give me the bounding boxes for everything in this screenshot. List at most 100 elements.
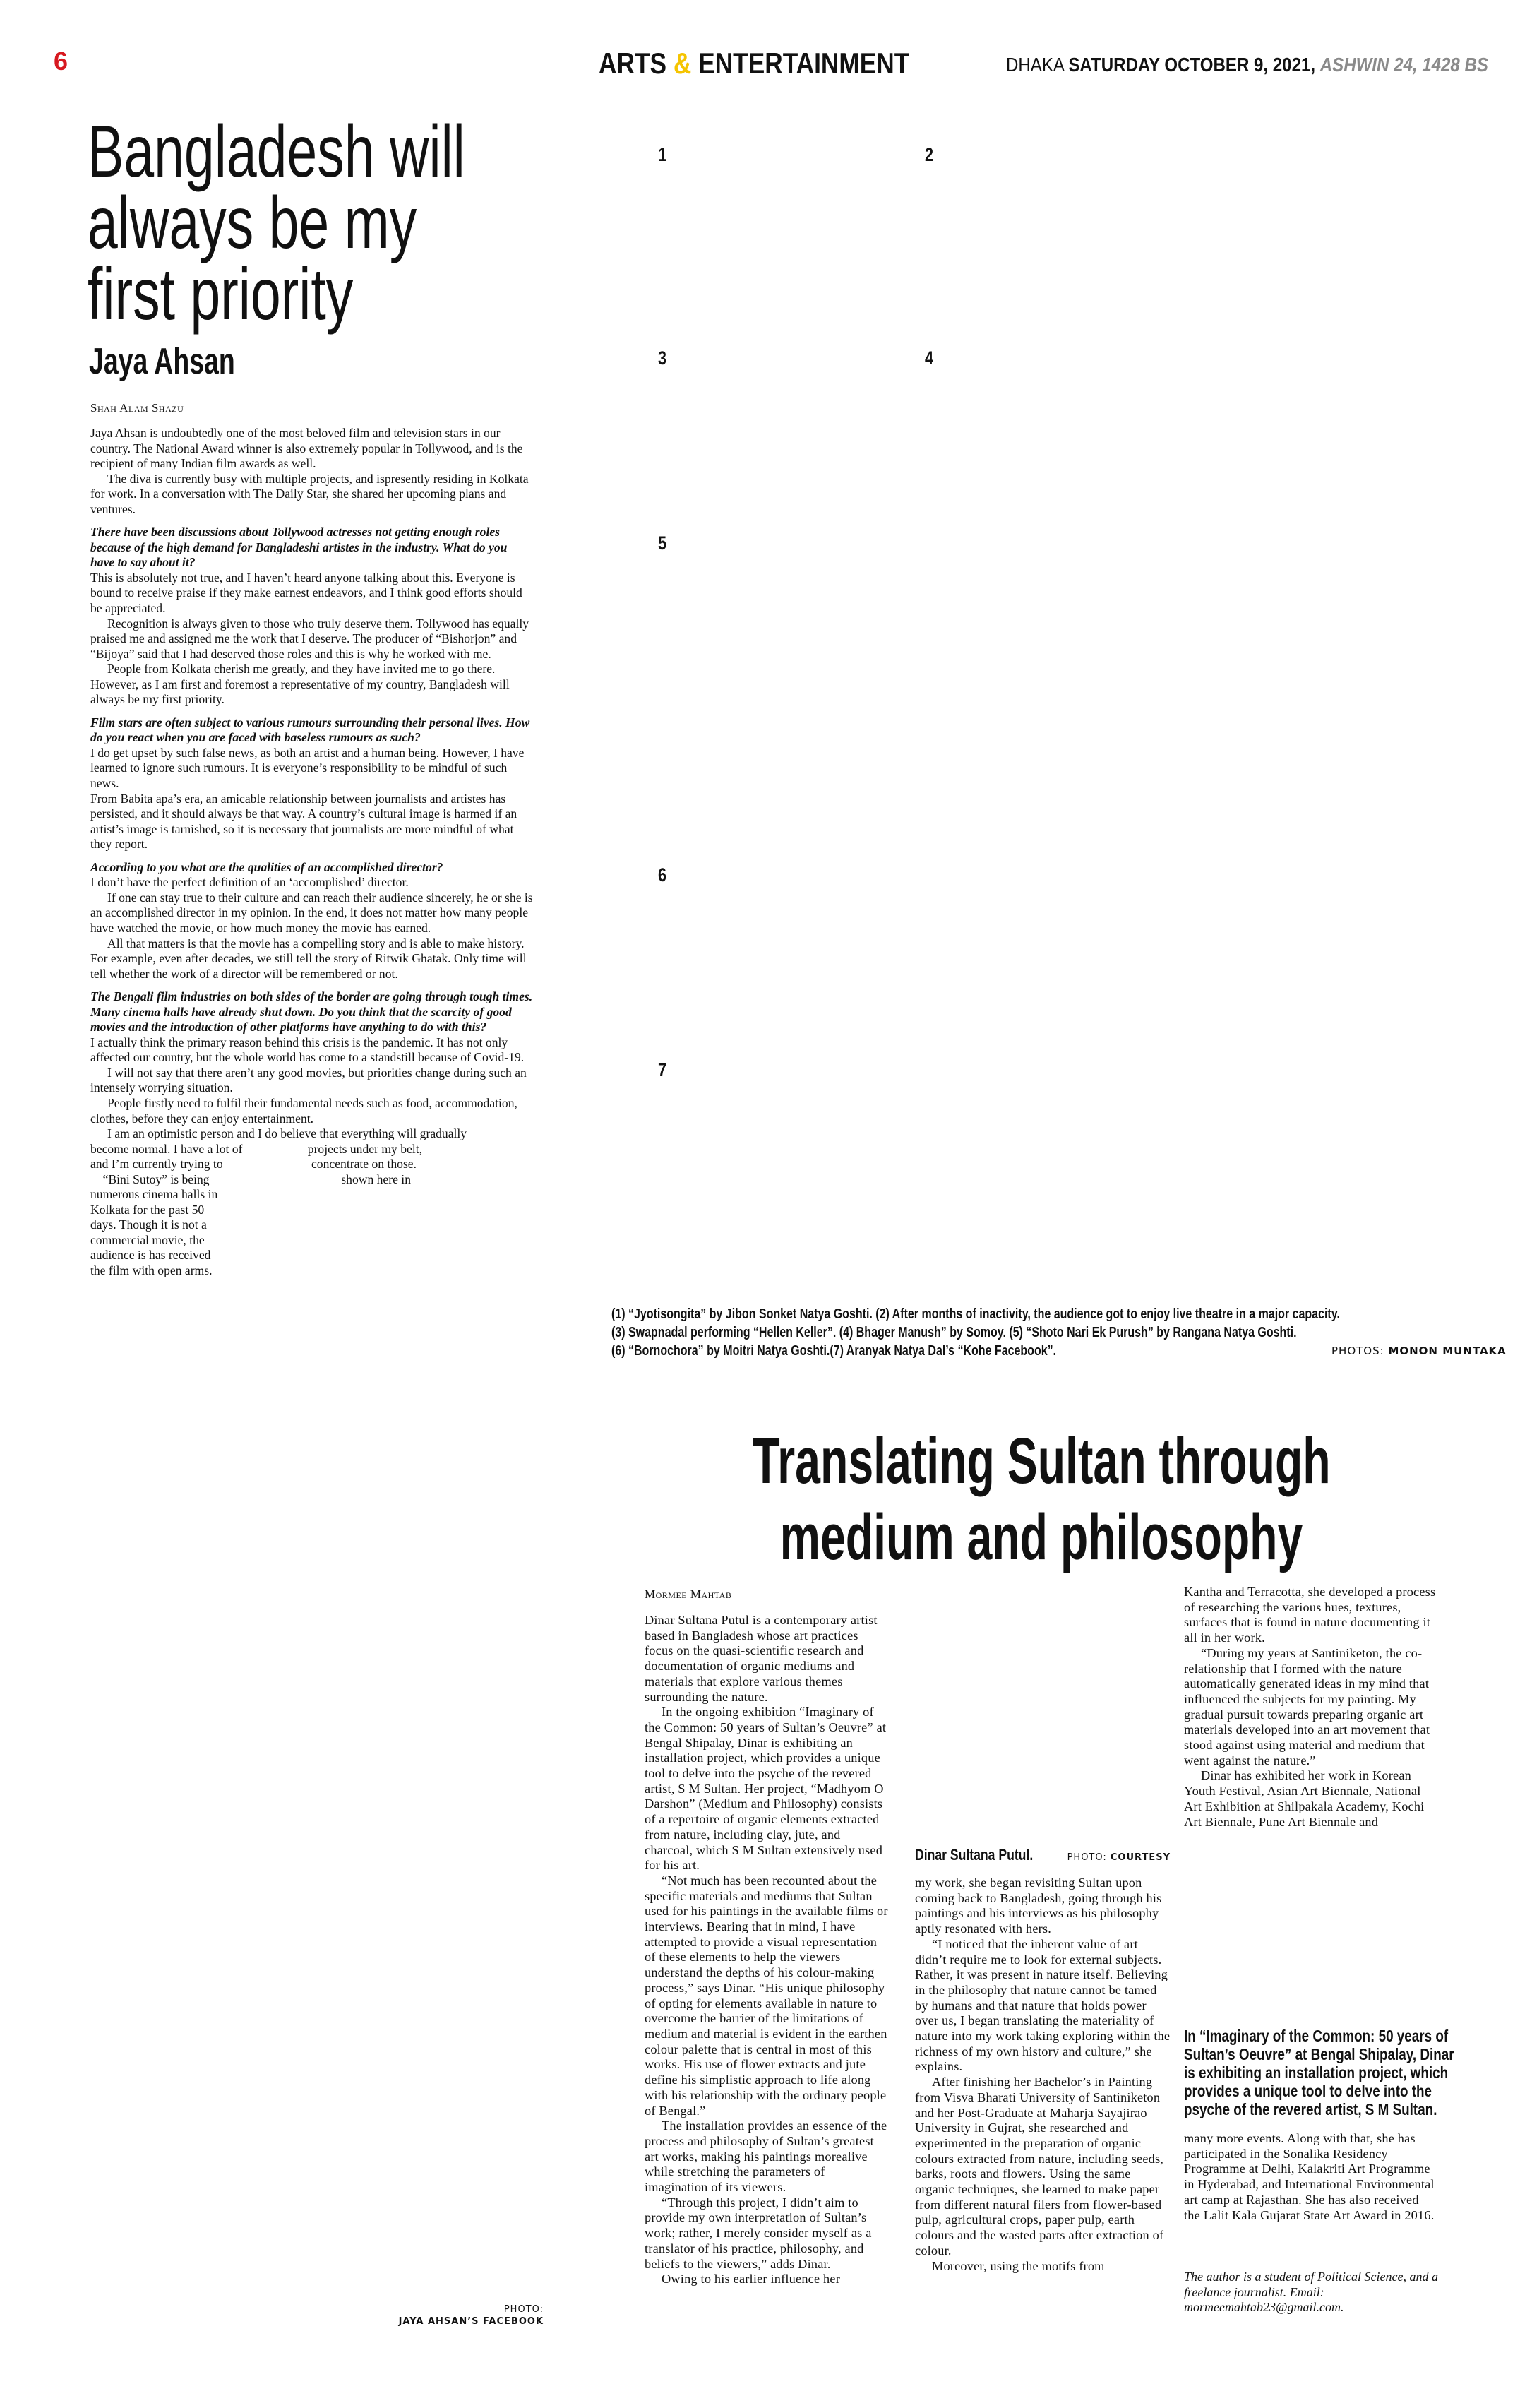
image-credit-source: COURTESY	[1110, 1852, 1171, 1863]
jaya-photo-credit: PHOTO:JAYA AHSAN’S FACEBOOK	[395, 2303, 544, 2327]
section-title-ampersand: &	[673, 47, 692, 80]
dateline: DHAKA SATURDAY OCTOBER 9, 2021, ASHWIN 2…	[1006, 54, 1532, 76]
subject-name-text: Jaya Ahsan	[89, 341, 235, 382]
paragraph: many more events. Along with that, she h…	[1184, 2131, 1435, 2222]
paragraph: From Babita apa’s era, an amicable relat…	[90, 791, 517, 852]
author-note: The author is a student of Political Sci…	[1184, 2270, 1438, 2315]
wrapped-line: commercial movie, the	[90, 1233, 422, 1248]
caption-line: (3) Swapnadal performing “Hellen Keller”…	[611, 1325, 1297, 1340]
sultan-headline: Translating Sultan through medium and ph…	[621, 1423, 1461, 1575]
pull-quote: In “Imaginary of the Common: 50 years of…	[1184, 2027, 1459, 2118]
paragraph: If one can stay true to their culture an…	[90, 890, 533, 935]
interview-question: Film stars are often subject to various …	[90, 715, 530, 745]
photo-number-text: 6	[658, 864, 667, 886]
paragraph: All that matters is that the movie has a…	[90, 936, 527, 981]
paragraph: Dinar has exhibited her work in Korean Y…	[1184, 1768, 1425, 1829]
photo-credit-label: PHOTO:	[503, 2304, 544, 2315]
wrapped-line-right: projects under my belt,	[307, 1141, 422, 1156]
theatre-photo-credit: PHOTOS: MONON MUNTAKA	[1331, 1345, 1507, 1357]
photo-number-6: 6	[658, 864, 669, 886]
paragraph: I do get upset by such false news, as bo…	[90, 745, 525, 791]
paragraph: Dinar Sultana Putul is a contemporary ar…	[645, 1613, 878, 1704]
photo-credit-label: PHOTOS:	[1331, 1345, 1389, 1357]
wrapped-line-right	[400, 1203, 422, 1218]
sultan-column-3-bottom: many more events. Along with that, she h…	[1184, 2131, 1438, 2223]
section-title: ARTS & ENTERTAINMENT	[599, 47, 969, 81]
jaya-byline: Shah Alam Shazu	[90, 401, 184, 415]
wrapped-line: the film with open arms.	[90, 1263, 422, 1279]
paragraph: “During my years at Santiniketon, the co…	[1184, 1645, 1430, 1768]
wrapped-line-right	[405, 1187, 422, 1203]
jaya-paragraphs: Jaya Ahsan is undoubtedly one of the mos…	[90, 426, 534, 1142]
dateline-date: SATURDAY OCTOBER 9, 2021,	[1068, 54, 1320, 76]
sultan-column-1: Dinar Sultana Putul is a contemporary ar…	[645, 1613, 890, 2287]
paragraph: This is absolutely not true, and I haven…	[90, 570, 522, 616]
photo-credit-source: JAYA AHSAN’S FACEBOOK	[398, 2316, 544, 2327]
headline-line: always be my	[88, 182, 417, 264]
wrapped-line-left: Kolkata for the past 50	[90, 1202, 205, 1217]
photo-number-text: 5	[658, 532, 667, 554]
photo-number-3: 3	[658, 347, 669, 369]
interview-question: According to you what are the qualities …	[90, 859, 443, 874]
paragraph: People from Kolkata cherish me greatly, …	[90, 662, 510, 707]
paragraph: The diva is currently busy with multiple…	[90, 471, 529, 516]
paragraph: Owing to his earlier influence her	[662, 2272, 840, 2287]
image-credit: PHOTO: COURTESY	[1067, 1852, 1171, 1863]
wrapped-line-right: concentrate on those.	[311, 1157, 417, 1172]
headline-line: medium and philosophy	[779, 1501, 1303, 1573]
section-title-left: ARTS	[599, 47, 674, 80]
photo-number-text: 2	[925, 144, 934, 165]
paragraph: I actually think the primary reason behi…	[90, 1035, 525, 1065]
caption-line: (6) “Bornochora” by Moitri Natya Goshti.…	[611, 1343, 1057, 1359]
photo-number-4: 4	[925, 347, 935, 369]
photo-number-text: 3	[658, 347, 667, 369]
paragraph: Recognition is always given to those who…	[90, 616, 529, 661]
photo-number-2: 2	[925, 144, 935, 166]
wrapped-line-left: “Bini Sutoy” is being	[90, 1172, 210, 1186]
sultan-image-caption: Dinar Sultana Putul. PHOTO: COURTESY	[915, 1846, 1171, 1864]
jaya-headline: Bangladesh will always be my first prior…	[88, 111, 598, 331]
sultan-byline: Mormee Mahtab	[645, 1587, 732, 1601]
interview-question: There have been discussions about Tollyw…	[90, 525, 508, 570]
photo-number-text: 4	[925, 347, 934, 369]
wrapped-line: audience is has received	[90, 1248, 422, 1263]
paragraph: I will not say that there aren’t any goo…	[90, 1065, 527, 1095]
caption-line: (1) “Jyotisongita” by Jibon Sonket Natya…	[611, 1306, 1340, 1322]
wrapped-line-left: audience is has received	[90, 1248, 211, 1263]
paragraph: “I noticed that the inherent value of ar…	[915, 1936, 1171, 2074]
wrapped-line: “Bini Sutoy” is being shown here in	[90, 1172, 422, 1188]
sultan-column-2: my work, she began revisiting Sultan upo…	[915, 1876, 1171, 2274]
wrapped-line-right	[377, 1263, 422, 1279]
wrapped-line-left: numerous cinema halls in	[90, 1187, 218, 1202]
dateline-city: DHAKA	[1006, 54, 1069, 76]
wrapped-line-left: days. Though it is not a	[90, 1217, 207, 1232]
paragraph: People firstly need to fulfil their fund…	[90, 1095, 517, 1126]
photo-number-5: 5	[658, 532, 669, 554]
photo-number-text: 7	[658, 1059, 667, 1080]
paragraph: Jaya Ahsan is undoubtedly one of the mos…	[90, 426, 523, 471]
image-caption-text: Dinar Sultana Putul.	[915, 1846, 1034, 1864]
paragraph: After finishing her Bachelor’s in Painti…	[915, 2075, 1164, 2258]
page-number: 6	[54, 47, 68, 76]
paragraph: I am an optimistic person and I do belie…	[107, 1126, 467, 1141]
paragraph: my work, she began revisiting Sultan upo…	[915, 1876, 1162, 1936]
wrapped-line: Kolkata for the past 50	[90, 1203, 422, 1218]
photo-number-7: 7	[658, 1059, 669, 1081]
wrapped-line-right	[388, 1233, 422, 1248]
headline-line: Bangladesh will	[88, 111, 465, 193]
wrapped-line-left: the film with open arms.	[90, 1263, 213, 1277]
theatre-photo-caption: (1) “Jyotisongita” by Jibon Sonket Natya…	[611, 1305, 1480, 1360]
dateline-bangla-date: ASHWIN 24, 1428 BS	[1319, 54, 1488, 76]
pull-quote-text: In “Imaginary of the Common: 50 years of…	[1184, 2027, 1454, 2118]
wrapped-line-right	[383, 1248, 422, 1263]
paragraph: “Through this project, I didn’t aim to p…	[645, 2195, 872, 2271]
section-title-right: ENTERTAINMENT	[691, 47, 910, 80]
paragraph: In the ongoing exhibition “Imaginary of …	[645, 1705, 887, 1873]
sultan-column-3-top: Kantha and Terracotta, she developed a p…	[1184, 1585, 1438, 1830]
photo-number-text: 1	[658, 144, 667, 165]
wrapped-line-left: commercial movie, the	[90, 1232, 205, 1247]
wrapped-line-right: shown here in	[341, 1172, 411, 1186]
